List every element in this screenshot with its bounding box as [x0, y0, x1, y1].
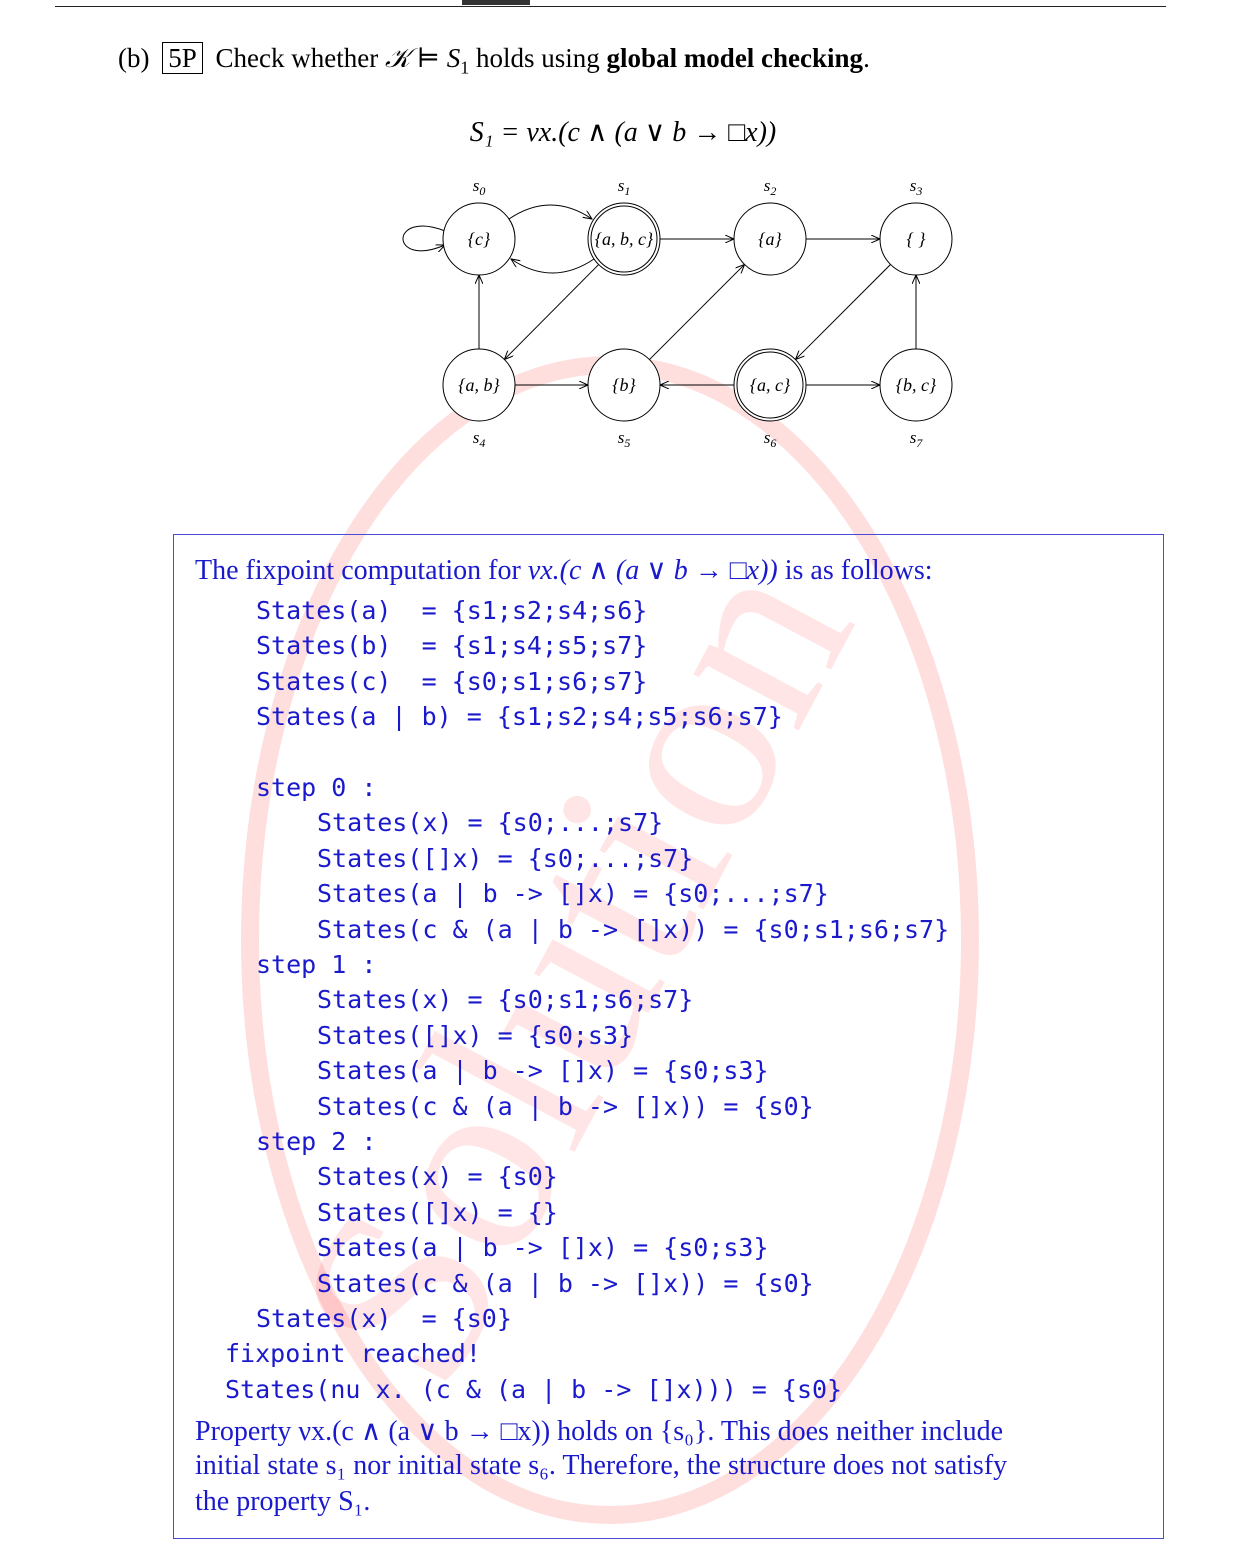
state-circle: [733, 348, 807, 422]
initial-state-ring: [590, 205, 658, 273]
state-circle: [587, 348, 661, 422]
state-label: {b}: [612, 375, 636, 395]
state-name: s3: [910, 176, 923, 198]
code-line: step 2 :: [256, 1127, 377, 1156]
state-s2: {a} s2: [733, 176, 807, 276]
transition-s5-s2: [649, 264, 744, 360]
state-name: s0: [473, 176, 486, 198]
transition-s0-s1: [508, 204, 592, 219]
code-line: States(x) = {s0}: [317, 1162, 558, 1192]
intro-formula: νx.(c ∧ (a ∨ b → □x)): [527, 555, 778, 586]
transition-s1-s4: [504, 264, 599, 360]
state-label: {a, b, c}: [595, 229, 654, 249]
code-line: States(x) = {s0;...;s7}: [317, 808, 664, 838]
state-label: {a, b}: [458, 375, 500, 395]
code-line: States(c) = {s0;s1;s6;s7}: [256, 666, 648, 696]
property-symbol: S: [446, 43, 461, 73]
code-line: States(a) = {s1;s2;s4;s6}: [256, 596, 648, 625]
question-emphasis: global model checking: [606, 43, 864, 73]
state-name: s1: [618, 176, 631, 198]
formula-text: S₁ = νx.(c ∧ (a ∨ b → □x)): [469, 117, 777, 148]
property-index: 1: [460, 57, 470, 78]
state-name: s5: [618, 428, 631, 450]
code-line: step 0 :: [256, 773, 377, 802]
code-line: States([]x) = {}: [317, 1197, 558, 1227]
intro-text-after: is as follows:: [777, 555, 933, 586]
structure-symbol: 𝒦: [384, 43, 411, 73]
state-label: {a, c}: [750, 375, 791, 395]
points-box: 5P: [162, 42, 203, 74]
state-circle: [587, 202, 661, 276]
top-page-mark: [462, 0, 530, 5]
state-s7: {b, c} s7: [879, 348, 953, 450]
transition-s1-s0: [511, 259, 595, 274]
intro-text-before: The fixpoint computation for: [195, 555, 528, 586]
state-circle: [442, 202, 516, 276]
state-name: s2: [764, 176, 777, 198]
state-s6: {a, c} s6: [733, 348, 807, 450]
code-line: States(nu x. (c & (a | b -> []x))) = {s0…: [225, 1374, 843, 1404]
code-line: States(c & (a | b -> []x)) = {s0;s1;s6;s…: [317, 914, 950, 944]
code-line: States(a | b) = {s1;s2;s4;s5;s6;s7}: [256, 702, 783, 732]
question-label: (b): [118, 43, 150, 73]
state-s3: { } s3: [879, 176, 953, 276]
transition-s0-s0: [402, 225, 445, 251]
state-circle: [879, 202, 953, 276]
code-line: States(c & (a | b -> []x)) = {s0}: [317, 1091, 814, 1121]
conclusion-line-1: Property νx.(c ∧ (a ∨ b → □x)) holds on …: [195, 1416, 1004, 1447]
code-line: States(x) = {s0;s1;s6;s7}: [317, 985, 694, 1015]
code-line: States(a | b -> []x) = {s0;...;s7}: [317, 879, 829, 909]
code-line: States([]x) = {s0;s3}: [317, 1020, 634, 1050]
top-rule: [55, 6, 1166, 7]
code-line: States(c & (a | b -> []x)) = {s0}: [317, 1268, 814, 1298]
code-line: step 1 :: [256, 950, 377, 979]
state-circle: [879, 348, 953, 422]
transition-s3-s6: [795, 264, 891, 359]
conclusion-line-2: initial state s₁ nor initial state s₆. T…: [195, 1450, 1008, 1481]
state-s1: {a, b, c} s1: [587, 176, 661, 276]
property-formula: S₁ = νx.(c ∧ (a ∨ b → □x)): [0, 115, 1246, 149]
models-symbol: ⊨: [416, 43, 441, 73]
code-line: fixpoint reached!: [225, 1339, 481, 1369]
state-label: {b, c}: [896, 375, 937, 395]
code-line: States(b) = {s1;s4;s5;s7}: [256, 631, 648, 661]
state-circle: [442, 348, 516, 422]
solution-box: [173, 534, 1164, 1539]
state-s4: {a, b} s4: [442, 348, 516, 450]
question-text-before: Check whether: [215, 43, 385, 73]
code-line: States(x) = {s0}: [256, 1304, 512, 1333]
state-s0: {c} s0: [442, 176, 516, 276]
kripke-structure-diagram: {c}s0{a, b, c}s1{a}s2{ }s3{a, b}s4{b}s5{…: [402, 176, 953, 450]
code-line: States(a | b -> []x) = {s0;s3}: [317, 1056, 769, 1086]
state-s5: {b} s5: [587, 348, 661, 450]
code-line: States(a | b -> []x) = {s0;s3}: [317, 1233, 769, 1263]
state-name: s4: [473, 428, 486, 450]
initial-state-ring: [736, 351, 804, 419]
conclusion-line-3: the property S₁.: [195, 1486, 371, 1517]
state-label: {c}: [468, 229, 491, 249]
state-circle: [733, 202, 807, 276]
state-label: {a}: [758, 229, 782, 249]
state-name: s7: [910, 428, 924, 450]
solution-intro: The fixpoint computation for νx.(c ∧ (a …: [195, 553, 933, 587]
question-line: (b) 5P Check whether 𝒦 ⊨ S1 holds using …: [118, 42, 870, 78]
state-label: { }: [907, 229, 927, 249]
question-text-after: .: [863, 43, 870, 73]
question-text-middle: holds using: [469, 43, 607, 73]
code-line: States([]x) = {s0;...;s7}: [317, 843, 694, 873]
state-name: s6: [764, 428, 777, 450]
